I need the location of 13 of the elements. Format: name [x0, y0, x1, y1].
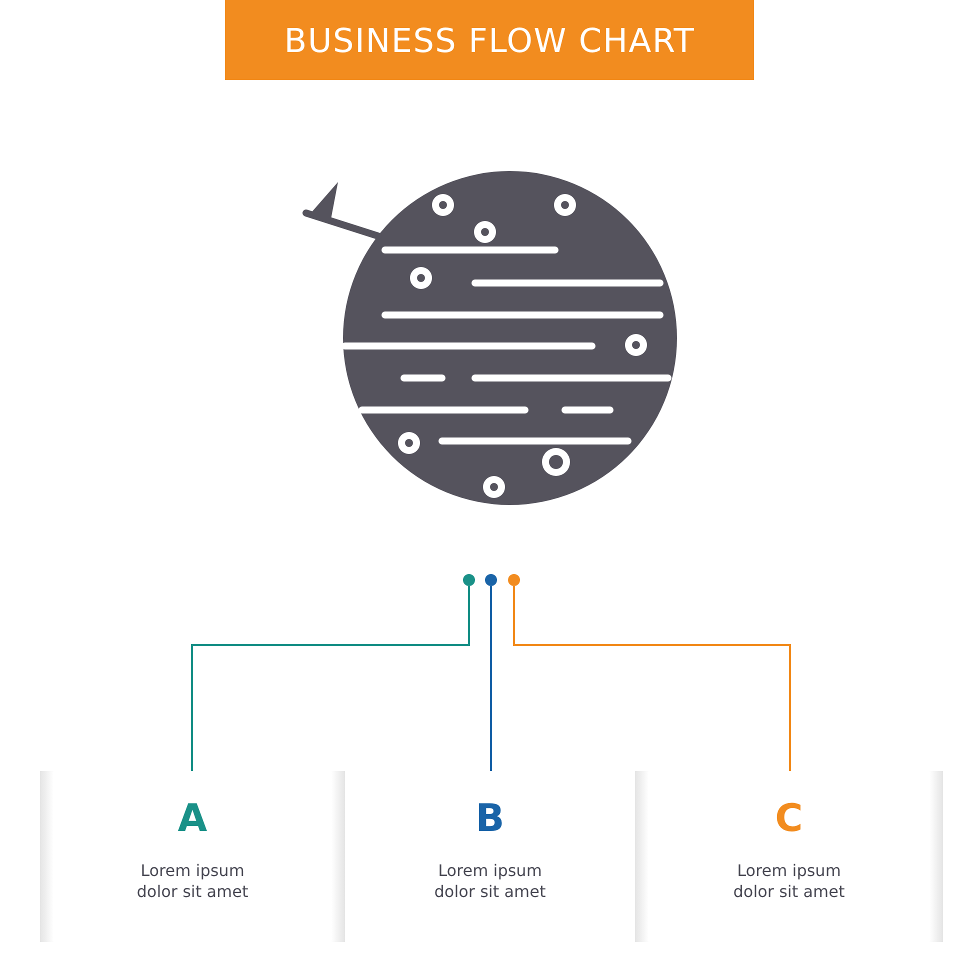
- dot: [463, 574, 475, 586]
- title: BUSINESS FLOW CHART: [284, 20, 695, 60]
- dot: [485, 574, 497, 586]
- connector-line: [191, 586, 470, 771]
- step-description: Lorem ipsum dolor sit amet: [732, 861, 846, 903]
- step-description: Lorem ipsum dolor sit amet: [433, 861, 547, 903]
- step-description: Lorem ipsum dolor sit amet: [136, 861, 250, 903]
- step-letter: B: [476, 799, 504, 837]
- connector-line: [490, 586, 492, 771]
- step-letter: A: [178, 799, 208, 837]
- dot: [508, 574, 520, 586]
- step-letter: C: [775, 799, 803, 837]
- connector-line: [513, 586, 791, 771]
